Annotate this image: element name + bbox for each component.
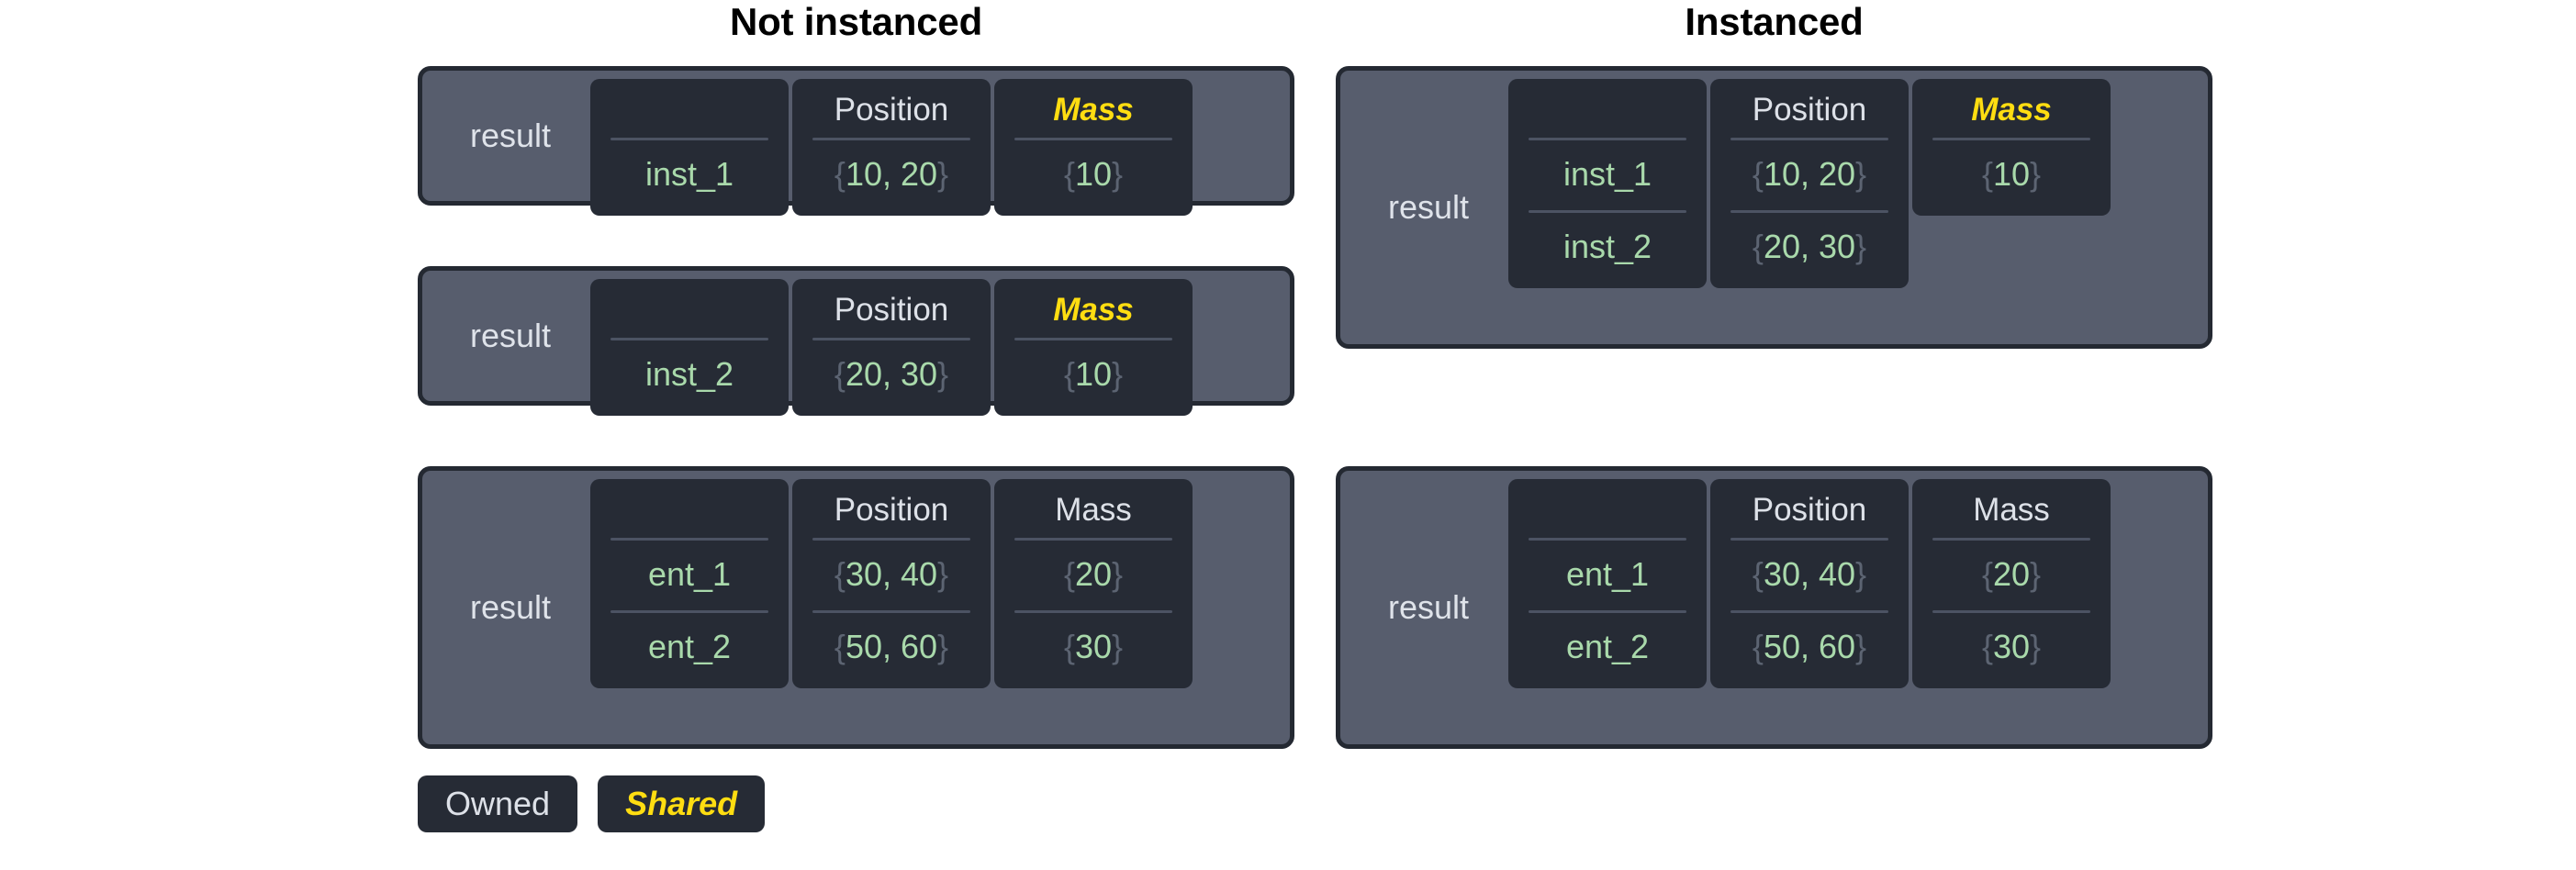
header-divider (1730, 538, 1888, 541)
cell-name: inst_2 (1562, 228, 1652, 265)
header-divider (1932, 138, 2090, 140)
legend-chip-owned: Owned (418, 775, 578, 832)
column-name: inst_2 (590, 279, 789, 416)
column-header-position: Position (1752, 92, 1867, 128)
table-card-instanced-2: result ent_1 ent_2 Position {30, 40} {50… (1336, 466, 2212, 749)
column-header-position: Position (834, 92, 949, 128)
cell-position: {30, 40} (1752, 555, 1867, 593)
table-columns: ent_1 ent_2 Position {30, 40} {50, 60} M… (590, 479, 1282, 736)
cell-mass: {10} (1063, 155, 1124, 193)
header-divider (1730, 138, 1888, 140)
column-header-name (590, 84, 789, 136)
header-divider (812, 338, 970, 340)
cell-name: ent_1 (647, 555, 732, 593)
cell-mass: {10} (1981, 155, 2042, 193)
table-label: result (1387, 188, 1470, 226)
header-divider (1529, 538, 1686, 541)
table-columns: inst_2 Position {20, 30} Mass {10} (590, 279, 1282, 416)
column-header-mass: Mass (1971, 92, 2052, 128)
table-card-not-instanced-2: result inst_2 Position {20, 30} Mass {10… (418, 266, 1294, 416)
column-position: Position {30, 40} {50, 60} (1710, 479, 1909, 688)
cell-name: ent_2 (1565, 628, 1650, 665)
column-position: Position {10, 20} {20, 30} (1710, 79, 1909, 288)
table-label: result (469, 117, 552, 154)
column-name: ent_1 ent_2 (590, 479, 789, 688)
cell-mass: {30} (1981, 628, 2042, 665)
cell-position: {10, 20} (834, 155, 949, 193)
cell-position: {10, 20} (1752, 155, 1867, 193)
column-header-position: Position (1752, 492, 1867, 528)
header-divider (610, 138, 768, 140)
row-divider (1014, 610, 1172, 613)
column-header-mass: Mass (1053, 92, 1134, 128)
column-header-mass: Mass (1055, 492, 1132, 528)
column-heading-instanced: Instanced (1685, 0, 1864, 43)
table-card-not-instanced-3: result ent_1 ent_2 Position {30, 40} {50… (418, 466, 1294, 749)
column-position: Position {10, 20} (792, 79, 991, 216)
column-mass: Mass {10} (994, 279, 1193, 416)
table-label: result (469, 588, 552, 626)
column-heading-not-instanced: Not instanced (729, 0, 983, 43)
row-divider (812, 610, 970, 613)
row-divider (1932, 610, 2090, 613)
column-mass-shared: Mass {10} (1912, 79, 2111, 216)
legend: Owned Shared (418, 775, 766, 832)
table-columns: ent_1 ent_2 Position {30, 40} {50, 60} M… (1508, 479, 2200, 736)
header-divider (1014, 338, 1172, 340)
header-divider (1932, 538, 2090, 541)
row-divider (1529, 610, 1686, 613)
column-header-position: Position (834, 492, 949, 528)
column-name: ent_1 ent_2 (1508, 479, 1707, 688)
column-name: inst_1 (590, 79, 789, 216)
column-mass: Mass {20} {30} (1912, 479, 2111, 688)
column-header-name (590, 284, 789, 336)
cell-position: {50, 60} (834, 628, 949, 665)
header-divider (1014, 538, 1172, 541)
cell-name: inst_2 (644, 355, 734, 393)
column-name: inst_1 inst_2 (1508, 79, 1707, 288)
cell-name: inst_1 (1562, 155, 1652, 193)
column-position: Position {30, 40} {50, 60} (792, 479, 991, 688)
column-header-name (590, 485, 789, 536)
column-header-name (1508, 485, 1707, 536)
cell-position: {20, 30} (834, 355, 949, 393)
row-divider (1730, 210, 1888, 213)
table-card-instanced-1: result inst_1 inst_2 Position {10, 20} {… (1336, 66, 2212, 349)
table-label: result (469, 317, 552, 354)
column-header-position: Position (834, 292, 949, 328)
column-mass: Mass {10} (994, 79, 1193, 216)
cell-mass: {20} (1981, 555, 2042, 593)
table-columns: inst_1 inst_2 Position {10, 20} {20, 30}… (1508, 79, 2200, 336)
cell-mass: {10} (1063, 355, 1124, 393)
table-card-not-instanced-1: result inst_1 Position {10, 20} Mass {10… (418, 66, 1294, 216)
column-header-name (1508, 84, 1707, 136)
row-divider (1529, 210, 1686, 213)
column-mass: Mass {20} {30} (994, 479, 1193, 688)
column-header-mass: Mass (1053, 292, 1134, 328)
cell-position: {20, 30} (1752, 228, 1867, 265)
header-divider (610, 538, 768, 541)
cell-mass: {30} (1063, 628, 1124, 665)
cell-position: {30, 40} (834, 555, 949, 593)
cell-name: ent_2 (647, 628, 732, 665)
legend-chip-shared: Shared (598, 775, 766, 832)
column-position: Position {20, 30} (792, 279, 991, 416)
cell-name: ent_1 (1565, 555, 1650, 593)
table-columns: inst_1 Position {10, 20} Mass {10} (590, 79, 1282, 216)
table-label: result (1387, 588, 1470, 626)
header-divider (812, 138, 970, 140)
column-header-mass: Mass (1973, 492, 2050, 528)
header-divider (610, 338, 768, 340)
row-divider (1730, 610, 1888, 613)
header-divider (1014, 138, 1172, 140)
cell-mass: {20} (1063, 555, 1124, 593)
row-divider (610, 610, 768, 613)
cell-name: inst_1 (644, 155, 734, 193)
header-divider (1529, 138, 1686, 140)
header-divider (812, 538, 970, 541)
cell-position: {50, 60} (1752, 628, 1867, 665)
